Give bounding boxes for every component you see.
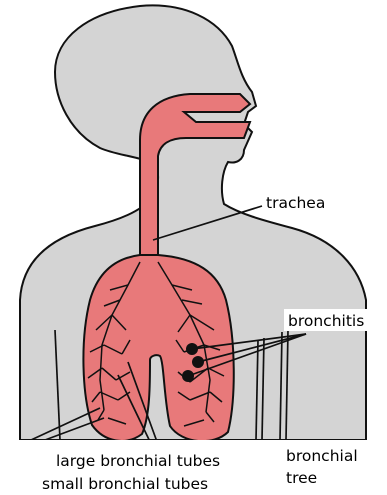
bronchial-label: bronchial bbox=[286, 447, 358, 465]
bronchitis-dot bbox=[192, 356, 204, 368]
bronchitis-dot bbox=[182, 370, 194, 382]
bronchitis-dot bbox=[186, 343, 198, 355]
bronchitis-label: bronchitis bbox=[288, 312, 364, 330]
trachea-label: trachea bbox=[266, 194, 325, 212]
tree-label: tree bbox=[286, 469, 317, 487]
large-bronchial-tubes-label: large bronchial tubes bbox=[56, 452, 220, 470]
small-bronchial-tubes-label: small bronchial tubes bbox=[42, 475, 208, 493]
